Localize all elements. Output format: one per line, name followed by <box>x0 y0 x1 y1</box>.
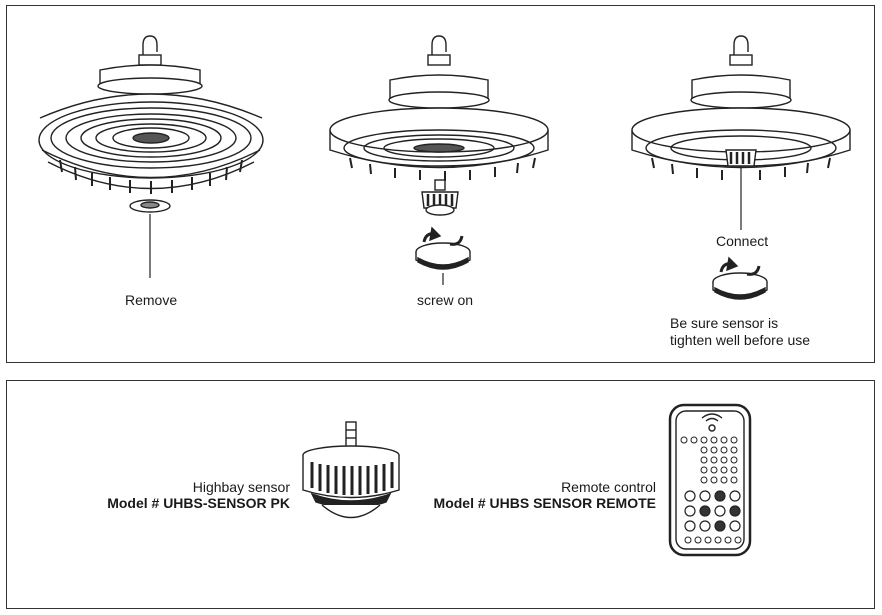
remote-control-illustration <box>668 403 752 557</box>
tighten-note-line2: tighten well before use <box>670 332 811 348</box>
screw-on-label: screw on <box>417 292 474 308</box>
remote-model-label: Model # UHBS SENSOR REMOTE <box>433 495 656 511</box>
remote-name-label: Remote control <box>561 479 656 495</box>
highbay-fixture-remove <box>38 35 264 278</box>
highbay-sensor-illustration <box>302 421 400 519</box>
connect-label: Connect <box>716 233 769 249</box>
tighten-note-line1: Be sure sensor is <box>670 315 779 331</box>
sensor-name-label: Highbay sensor <box>192 479 290 495</box>
sensor-model-label: Model # UHBS-SENSOR PK <box>107 495 290 511</box>
highbay-fixture-screw <box>329 35 549 285</box>
highbay-fixture-connect <box>631 35 851 300</box>
remove-label: Remove <box>125 292 178 308</box>
